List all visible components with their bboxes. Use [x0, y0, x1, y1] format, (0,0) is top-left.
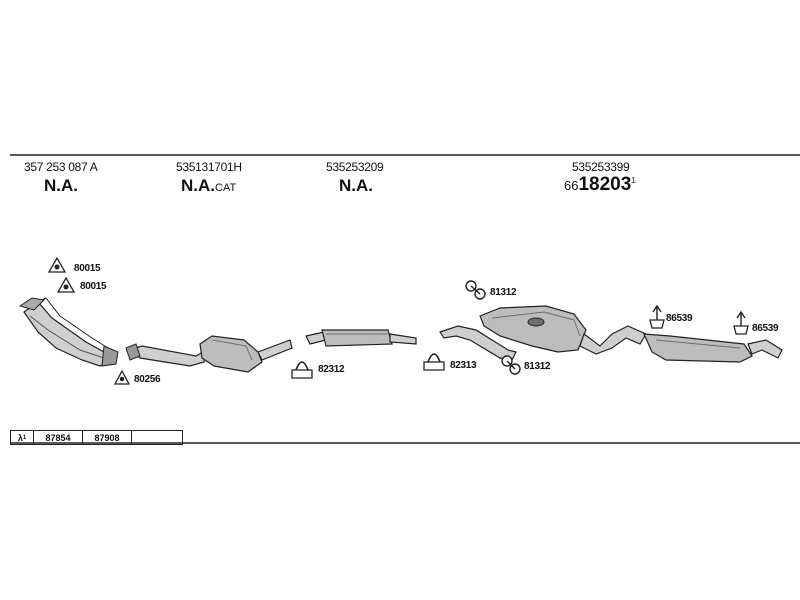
part-label: 66182031: [564, 174, 636, 195]
hanger-icon[interactable]: [733, 310, 749, 335]
part-suffix: CAT: [215, 182, 237, 194]
rubber-mount-icon[interactable]: [501, 355, 521, 375]
fitting-code: 81312: [490, 287, 517, 298]
fitting-code: 86539: [666, 313, 693, 324]
part-sup: 1: [631, 176, 636, 185]
rear-silencer-part[interactable]: [439, 305, 783, 363]
part-prefix: 66: [564, 178, 579, 193]
hanger-icon[interactable]: [649, 304, 665, 329]
middle-silencer-part[interactable]: [305, 329, 417, 347]
part-number: 535131701H: [176, 160, 242, 174]
clamp-icon[interactable]: [423, 353, 445, 371]
gasket-icon[interactable]: [47, 256, 67, 273]
legend-code-cell: 87854: [34, 431, 83, 444]
part-number: 535253399: [572, 160, 630, 174]
catalytic-converter-part[interactable]: [125, 335, 293, 373]
fitting-code: 80015: [74, 263, 101, 274]
part-label: N.A.: [44, 176, 78, 195]
legend-code-cell: 87908: [83, 431, 132, 444]
rubber-mount-icon[interactable]: [465, 280, 486, 300]
gasket-icon[interactable]: [113, 369, 131, 385]
fitting-code: 82312: [318, 364, 345, 375]
gasket-icon[interactable]: [56, 276, 76, 293]
fitting-code: 81312: [524, 361, 551, 372]
fitting-code: 80256: [134, 374, 161, 385]
part-label: N.A.CAT: [181, 176, 237, 195]
part-label: N.A.: [339, 176, 373, 195]
fitting-code: 80015: [80, 281, 107, 292]
part-number: 357 253 087 A: [24, 160, 98, 174]
legend-empty-cell: [132, 431, 182, 444]
part-number: 535253209: [326, 160, 384, 174]
fitting-code: 82313: [450, 360, 477, 371]
front-pipe-part[interactable]: [18, 297, 119, 367]
fitting-code: 86539: [752, 323, 779, 334]
clamp-icon[interactable]: [291, 361, 313, 379]
